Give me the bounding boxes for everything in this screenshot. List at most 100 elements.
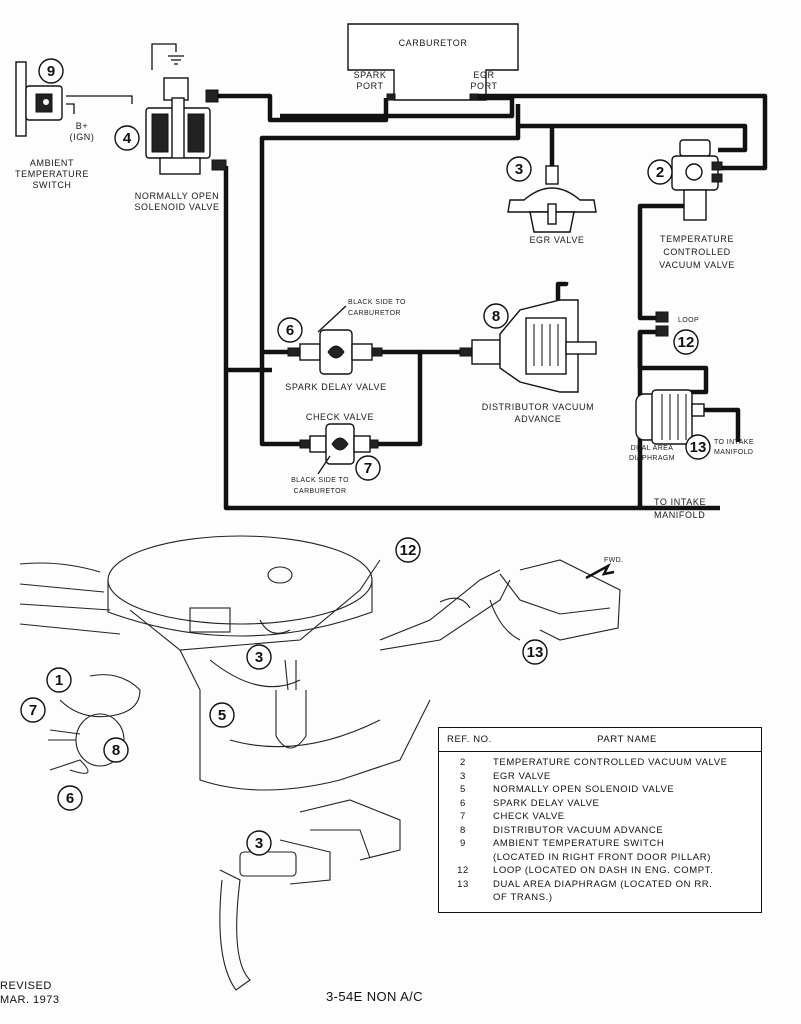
legend-part-name-line1: AMBIENT TEMPERATURE SWITCH — [493, 838, 665, 849]
revision-note: REVISED MAR. 1973 — [0, 979, 60, 1007]
legend-part-name-line1: SPARK DELAY VALVE — [493, 797, 600, 809]
figure-id: 3-54E NON A/C — [326, 989, 423, 1004]
dual-area-label-1: DUAL AREA — [631, 445, 674, 452]
loop: LOOP — [655, 311, 699, 337]
callout-7-bottom: 7 — [20, 697, 46, 723]
callout-4: 4 — [114, 125, 140, 151]
callout-1: 1 — [46, 667, 72, 693]
parts-legend: REF. NO. PART NAME 2 TEMPERATURE CONTROLL… — [438, 727, 762, 913]
check-valve: CHECK VALVE BLACK SIDE TO CARBURETOR — [291, 412, 379, 495]
legend-ref: 3 — [460, 770, 466, 782]
callout-7-top: 7 — [355, 455, 381, 481]
ambient-label-1: AMBIENT — [30, 158, 74, 168]
callout-7-bottom-number: 7 — [29, 702, 37, 719]
loop-label: LOOP — [678, 317, 699, 324]
legend-ref: 13 — [457, 878, 469, 890]
tcvv-label-2: CONTROLLED — [663, 247, 731, 257]
tcvv-label-1: TEMPERATURE — [660, 234, 734, 244]
callout-8-bottom: 8 — [103, 737, 129, 763]
legend-ref: 5 — [460, 784, 466, 795]
black-side-label-top-2: CARBURETOR — [348, 310, 401, 317]
legend-header: REF. NO. PART NAME — [439, 728, 761, 745]
check-valve-label: CHECK VALVE — [306, 412, 374, 422]
legend-part-name-line1: LOOP (LOCATED ON DASH IN ENG. COMPT. — [493, 865, 714, 876]
legend-part-name-line1: DUAL AREA DIAPHRAGM (LOCATED ON RR. — [493, 878, 713, 890]
tcvv-label-3: VACUUM VALVE — [659, 260, 735, 270]
legend-part-name: TEMPERATURE CONTROLLED VACUUM VALVE — [493, 756, 761, 770]
egr-valve-label: EGR VALVE — [529, 235, 584, 245]
callout-3-bottom: 3 — [246, 830, 272, 856]
callout-6-bottom-number: 6 — [66, 790, 74, 807]
ambient-temperature-switch: AMBIENT TEMPERATURE SWITCH B+ (IGN) — [15, 61, 95, 190]
dual-area-label-2: DIAPHRAGM — [629, 455, 675, 462]
spark-port-label: SPARK — [354, 70, 387, 80]
callout-9: 9 — [38, 58, 64, 84]
engine-sketch: FWD. — [19, 535, 623, 991]
legend-part-name: DUAL AREA DIAPHRAGM (LOCATED ON RR. OF TR… — [493, 878, 761, 905]
callout-7-top-number: 7 — [364, 460, 372, 477]
legend-part-name-line1: CHECK VALVE — [493, 811, 565, 822]
fwd-label: FWD. — [604, 557, 623, 564]
solenoid-label-1: NORMALLY OPEN — [135, 191, 220, 201]
callout-8-top-number: 8 — [492, 308, 500, 325]
callout-12-bottom-number: 12 — [400, 542, 417, 559]
callout-12-top: 12 — [673, 329, 699, 355]
callout-3-top-number: 3 — [515, 161, 523, 178]
callout-12-top-number: 12 — [678, 334, 695, 351]
legend-ref: 6 — [460, 797, 466, 809]
legend-row: 3 EGR VALVE — [439, 770, 761, 784]
legend-name-header: PART NAME — [597, 734, 657, 745]
legend-part-name: SPARK DELAY VALVE — [493, 797, 761, 811]
ambient-label-2: TEMPERATURE — [15, 169, 89, 179]
dist-adv-label-1: DISTRIBUTOR VACUUM — [482, 402, 594, 412]
legend-part-name: EGR VALVE — [493, 770, 761, 784]
callout-3-bottom-number: 3 — [255, 835, 263, 852]
ign-label: (IGN) — [70, 132, 95, 142]
legend-part-name: NORMALLY OPEN SOLENOID VALVE — [493, 783, 761, 797]
revised-label: REVISED — [0, 980, 52, 992]
legend-ref: 9 — [460, 838, 466, 849]
callout-6-top: 6 — [277, 317, 303, 343]
solenoid-wiring — [66, 43, 184, 114]
egr-valve: EGR VALVE — [507, 165, 597, 245]
to-intake-bottom-label-2: MANIFOLD — [654, 510, 705, 520]
legend-part-name-line1: DISTRIBUTOR VACUUM ADVANCE — [493, 824, 664, 836]
carburetor: CARBURETOR SPARK PORT EGR PORT — [347, 23, 519, 101]
temp-controlled-vacuum-valve: TEMPERATURE CONTROLLED VACUUM VALVE — [659, 139, 735, 270]
callout-8-top: 8 — [483, 303, 509, 329]
legend-row: 5 NORMALLY OPEN SOLENOID VALVE — [439, 783, 761, 797]
solenoid-valve: NORMALLY OPEN SOLENOID VALVE — [134, 77, 227, 212]
legend-divider — [439, 751, 761, 752]
egr-port-label: EGR — [473, 70, 494, 80]
legend-ref: 2 — [460, 757, 466, 768]
callout-13-bottom: 13 — [522, 639, 548, 665]
legend-row: 13 DUAL AREA DIAPHRAGM (LOCATED ON RR. OF … — [439, 878, 761, 905]
to-intake-right-label-2: MANIFOLD — [714, 449, 753, 456]
callout-13-top: 13 — [685, 434, 711, 460]
dual-area-diaphragm: DUAL AREA DIAPHRAGM TO INTAKE MANIFOLD — [629, 389, 754, 462]
callouts: 9 4 3 2 6 8 12 7 13 12 1 3 7 5 8 6 3 13 — [20, 58, 711, 856]
callout-13-bottom-number: 13 — [527, 644, 544, 661]
spark-delay-label: SPARK DELAY VALVE — [285, 382, 386, 392]
legend-ref-header: REF. NO. — [447, 734, 492, 745]
legend-row: 2 TEMPERATURE CONTROLLED VACUUM VALVE — [439, 756, 761, 770]
to-intake-right-label-1: TO INTAKE — [714, 439, 754, 446]
spark-port-label-2: PORT — [356, 81, 383, 91]
legend-part-name-line2: OF TRANS.) — [493, 892, 553, 903]
callout-13-top-number: 13 — [690, 439, 707, 456]
callout-1-number: 1 — [55, 672, 63, 689]
callout-5-number: 5 — [218, 707, 226, 724]
distributor-vacuum-advance: DISTRIBUTOR VACUUM ADVANCE — [459, 299, 597, 424]
legend-part-name: DISTRIBUTOR VACUUM ADVANCE — [493, 824, 761, 838]
legend-rows: 2 TEMPERATURE CONTROLLED VACUUM VALVE 3 EG… — [439, 756, 761, 905]
callout-6-bottom: 6 — [57, 785, 83, 811]
b-plus-label: B+ — [76, 121, 88, 131]
legend-row: 6 SPARK DELAY VALVE — [439, 797, 761, 811]
callout-2: 2 — [647, 159, 673, 185]
spark-delay-valve: BLACK SIDE TO CARBURETOR SPARK DELAY VAL… — [285, 299, 405, 392]
callout-4-number: 4 — [123, 130, 132, 147]
